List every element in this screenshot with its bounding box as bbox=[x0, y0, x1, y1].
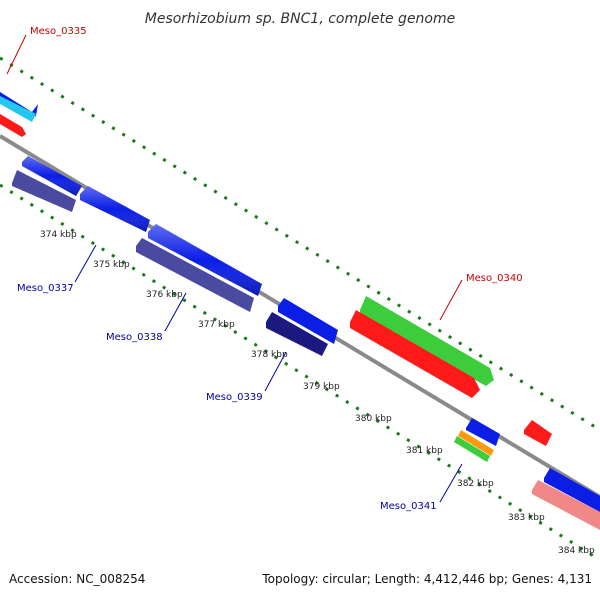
tick-label: 384 kbp bbox=[558, 546, 595, 556]
feature-cds-d[interactable] bbox=[278, 298, 338, 344]
gene-label-meso-0340: Meso_0340 bbox=[466, 273, 523, 284]
feature-meso-0335-red[interactable] bbox=[0, 114, 26, 137]
feature-cds-f[interactable] bbox=[544, 468, 600, 512]
leader-meso-0339 bbox=[264, 351, 287, 392]
accession-text: Accession: NC_008254 bbox=[9, 572, 146, 586]
tick-label: 380 kbp bbox=[355, 414, 392, 424]
feature-meso-0340-rrna[interactable] bbox=[360, 296, 494, 386]
feature-misc-a[interactable] bbox=[12, 170, 76, 212]
feature-red-small[interactable] bbox=[524, 420, 552, 446]
tick-label: 376 kbp bbox=[146, 290, 183, 300]
leader-meso-0340 bbox=[439, 279, 463, 321]
map-title: Mesorhizobium sp. BNC1, complete genome bbox=[145, 11, 456, 27]
leader-meso-0337 bbox=[74, 244, 97, 283]
tick-label: 378 kbp bbox=[251, 350, 288, 360]
feature-cds-c[interactable] bbox=[148, 224, 262, 296]
gc-track-outer bbox=[0, 56, 600, 432]
feature-orange[interactable] bbox=[458, 430, 494, 456]
feature-pseudo-a[interactable] bbox=[266, 312, 328, 356]
tick-label: 383 kbp bbox=[508, 513, 545, 523]
tick-label: 379 kbp bbox=[303, 382, 340, 392]
genome-summary-text: Topology: circular; Length: 4,412,446 bp… bbox=[262, 572, 592, 586]
feature-meso-0340-red[interactable] bbox=[350, 310, 480, 398]
tick-label: 374 kbp bbox=[40, 230, 77, 240]
feature-cds-a[interactable] bbox=[22, 156, 82, 196]
feature-pink[interactable] bbox=[532, 480, 600, 530]
feature-meso-0335-cyan[interactable] bbox=[0, 96, 36, 122]
tick-label: 381 kbp bbox=[406, 446, 443, 456]
feature-misc-b[interactable] bbox=[136, 238, 254, 312]
gene-label-meso-0337: Meso_0337 bbox=[17, 283, 74, 294]
gene-label-meso-0339: Meso_0339 bbox=[206, 392, 263, 403]
gc-track-inner bbox=[0, 183, 600, 562]
tick-label: 375 kbp bbox=[93, 260, 130, 270]
feature-cds-e[interactable] bbox=[466, 418, 500, 446]
leader-meso-0335 bbox=[6, 34, 27, 75]
feature-green-small[interactable] bbox=[454, 436, 490, 462]
tick-label: 377 kbp bbox=[198, 320, 235, 330]
gene-label-meso-0338: Meso_0338 bbox=[106, 332, 163, 343]
leader-meso-0341 bbox=[439, 463, 463, 503]
leader-meso-0338 bbox=[164, 292, 187, 332]
tick-label: 382 kbp bbox=[457, 479, 494, 489]
gene-label-meso-0335: Meso_0335 bbox=[30, 26, 87, 37]
feature-cds-b[interactable] bbox=[80, 186, 150, 232]
gene-label-meso-0341: Meso_0341 bbox=[380, 501, 437, 512]
